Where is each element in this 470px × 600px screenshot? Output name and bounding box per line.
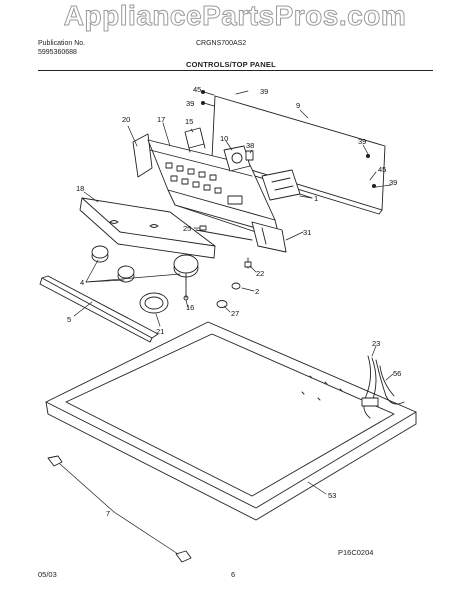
callout-38: 38 — [246, 141, 254, 150]
page-number: 6 — [231, 570, 236, 579]
model-number: CRGNS700AS2 — [196, 40, 247, 47]
callout-21: 21 — [156, 327, 164, 336]
callout-7: 7 — [106, 509, 110, 518]
callout-39: 39 — [358, 137, 366, 146]
callout-2: 2 — [255, 287, 259, 296]
control-board-part — [261, 169, 313, 201]
watermark-logo: AppliancePartsPros.com — [63, 0, 407, 32]
knob-left-part — [91, 245, 109, 263]
callout-45: 45 — [378, 165, 386, 174]
foot-left-part — [47, 455, 63, 467]
publication-number: 5995360688 — [38, 49, 77, 56]
top-panel-part — [45, 321, 417, 521]
end-cap-part — [132, 133, 153, 178]
callout-31: 31 — [303, 228, 311, 237]
callout-23: 23 — [372, 339, 380, 348]
header-rule — [38, 70, 433, 71]
screw-39-right — [365, 153, 377, 189]
callout-10: 10 — [220, 134, 228, 143]
bezel-ring-part — [139, 292, 169, 314]
shaft-16-part — [183, 273, 189, 301]
publication-label: Publication No. — [38, 40, 86, 47]
control-console-part — [147, 139, 281, 241]
callout-56: 56 — [393, 369, 401, 378]
callout-27: 27 — [231, 309, 239, 318]
knob-large-part — [173, 254, 199, 278]
callout-17: 17 — [157, 115, 165, 124]
clip-38-part — [245, 150, 254, 161]
knob-middle-part — [117, 265, 135, 283]
section-title: CONTROLS/TOP PANEL — [186, 60, 276, 69]
trim-strip-part — [39, 275, 159, 343]
callout-53: 53 — [328, 491, 336, 500]
screw-45-top — [200, 89, 215, 96]
grommet-2-part — [231, 282, 241, 290]
callout-25: 25 — [183, 224, 191, 233]
figure-code: P16C0204 — [338, 548, 374, 557]
callout-4: 4 — [80, 278, 84, 287]
control-panel-part — [79, 197, 216, 259]
callout-20: 20 — [122, 115, 130, 124]
screw-39-top — [200, 100, 215, 107]
module-15-part — [184, 127, 206, 153]
leader-lines — [59, 90, 394, 555]
wire-harness-part — [361, 355, 405, 419]
bracket-31-part — [251, 221, 287, 253]
washer-27-part — [216, 300, 228, 308]
footer-date: 05/03 — [38, 570, 57, 579]
callout-9: 9 — [296, 101, 300, 110]
callout-39: 39 — [389, 178, 397, 187]
callout-5: 5 — [67, 315, 71, 324]
callout-39: 39 — [260, 87, 268, 96]
callout-22: 22 — [256, 269, 264, 278]
callout-45: 45 — [193, 85, 201, 94]
callout-18: 18 — [76, 184, 84, 193]
callout-1: 1 — [314, 194, 318, 203]
switch-10-part — [223, 145, 251, 172]
callout-15: 15 — [185, 117, 193, 126]
callout-39: 39 — [186, 99, 194, 108]
callout-16: 16 — [186, 303, 194, 312]
foot-bottom-part — [175, 550, 192, 563]
spring-22-part — [244, 257, 252, 269]
